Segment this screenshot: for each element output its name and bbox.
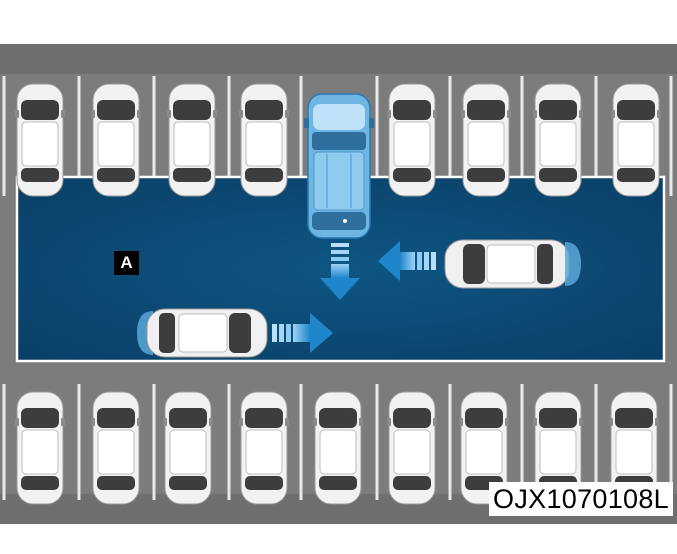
image-code-label: OJX1070108L <box>489 482 673 516</box>
parked-car-icon <box>90 83 142 197</box>
parked-car-icon <box>162 391 214 505</box>
parked-car-icon <box>14 83 66 197</box>
parked-car-icon <box>386 83 438 197</box>
parked-car-icon <box>610 83 662 197</box>
parked-car-icon <box>166 83 218 197</box>
parked-car-icon <box>90 391 142 505</box>
reversing-suv-icon <box>304 93 374 239</box>
parked-car-icon <box>312 391 364 505</box>
parked-car-icon <box>460 83 512 197</box>
parked-car-icon <box>14 391 66 505</box>
bottom-parking-lines <box>2 384 673 500</box>
arrow-icon <box>320 243 360 300</box>
arrow-icon <box>272 313 333 353</box>
crossing-car-icon <box>444 239 581 289</box>
parked-car-icon <box>238 83 290 197</box>
parked-car-icon <box>386 391 438 505</box>
arrow-icon <box>378 241 436 281</box>
parked-car-icon <box>238 391 290 505</box>
zone-a-label: A <box>114 251 139 275</box>
crossing-car-icon <box>137 308 268 358</box>
parked-car-icon <box>532 83 584 197</box>
